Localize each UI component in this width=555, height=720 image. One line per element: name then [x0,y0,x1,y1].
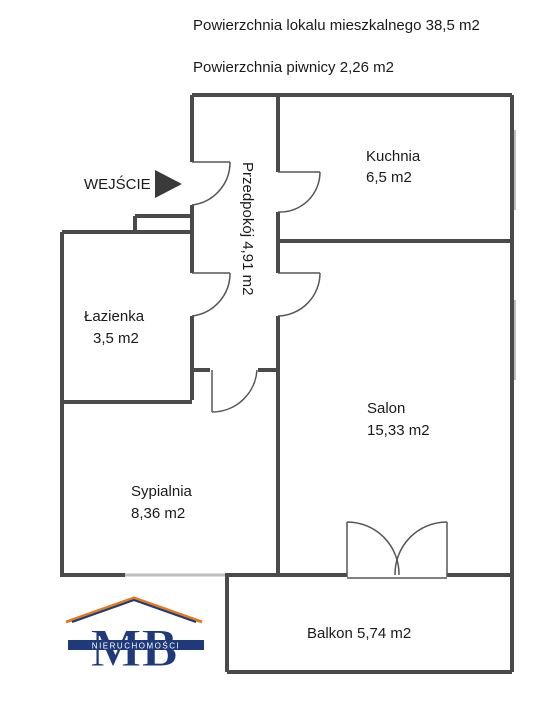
balcony-label: Balkon 5,74 m2 [307,625,411,642]
kitchen-area: 6,5 m2 [366,169,412,186]
logo-tagline: NIERUCHOMOŚCI [92,642,180,651]
doors [191,161,448,579]
living-area-header: Powierzchnia lokalu mieszkalnego 38,5 m2 [193,17,480,34]
bathroom-name: Łazienka [84,308,145,325]
salon-name: Salon [367,400,405,417]
basement-area-header: Powierzchnia piwnicy 2,26 m2 [193,59,394,76]
kitchen-name: Kuchnia [366,148,421,165]
triangle-right-icon [155,170,182,198]
company-logo: MB NIERUCHOMOŚCI [65,596,204,679]
walls [60,93,514,674]
hall-label: Przedpokój 4,91 m2 [239,162,256,295]
entrance-label: WEJŚCIE [84,175,151,193]
bathroom-area: 3,5 m2 [93,330,139,347]
bedroom-name: Sypialnia [131,483,193,500]
salon-area: 15,33 m2 [367,422,430,439]
bedroom-area: 8,36 m2 [131,505,185,522]
